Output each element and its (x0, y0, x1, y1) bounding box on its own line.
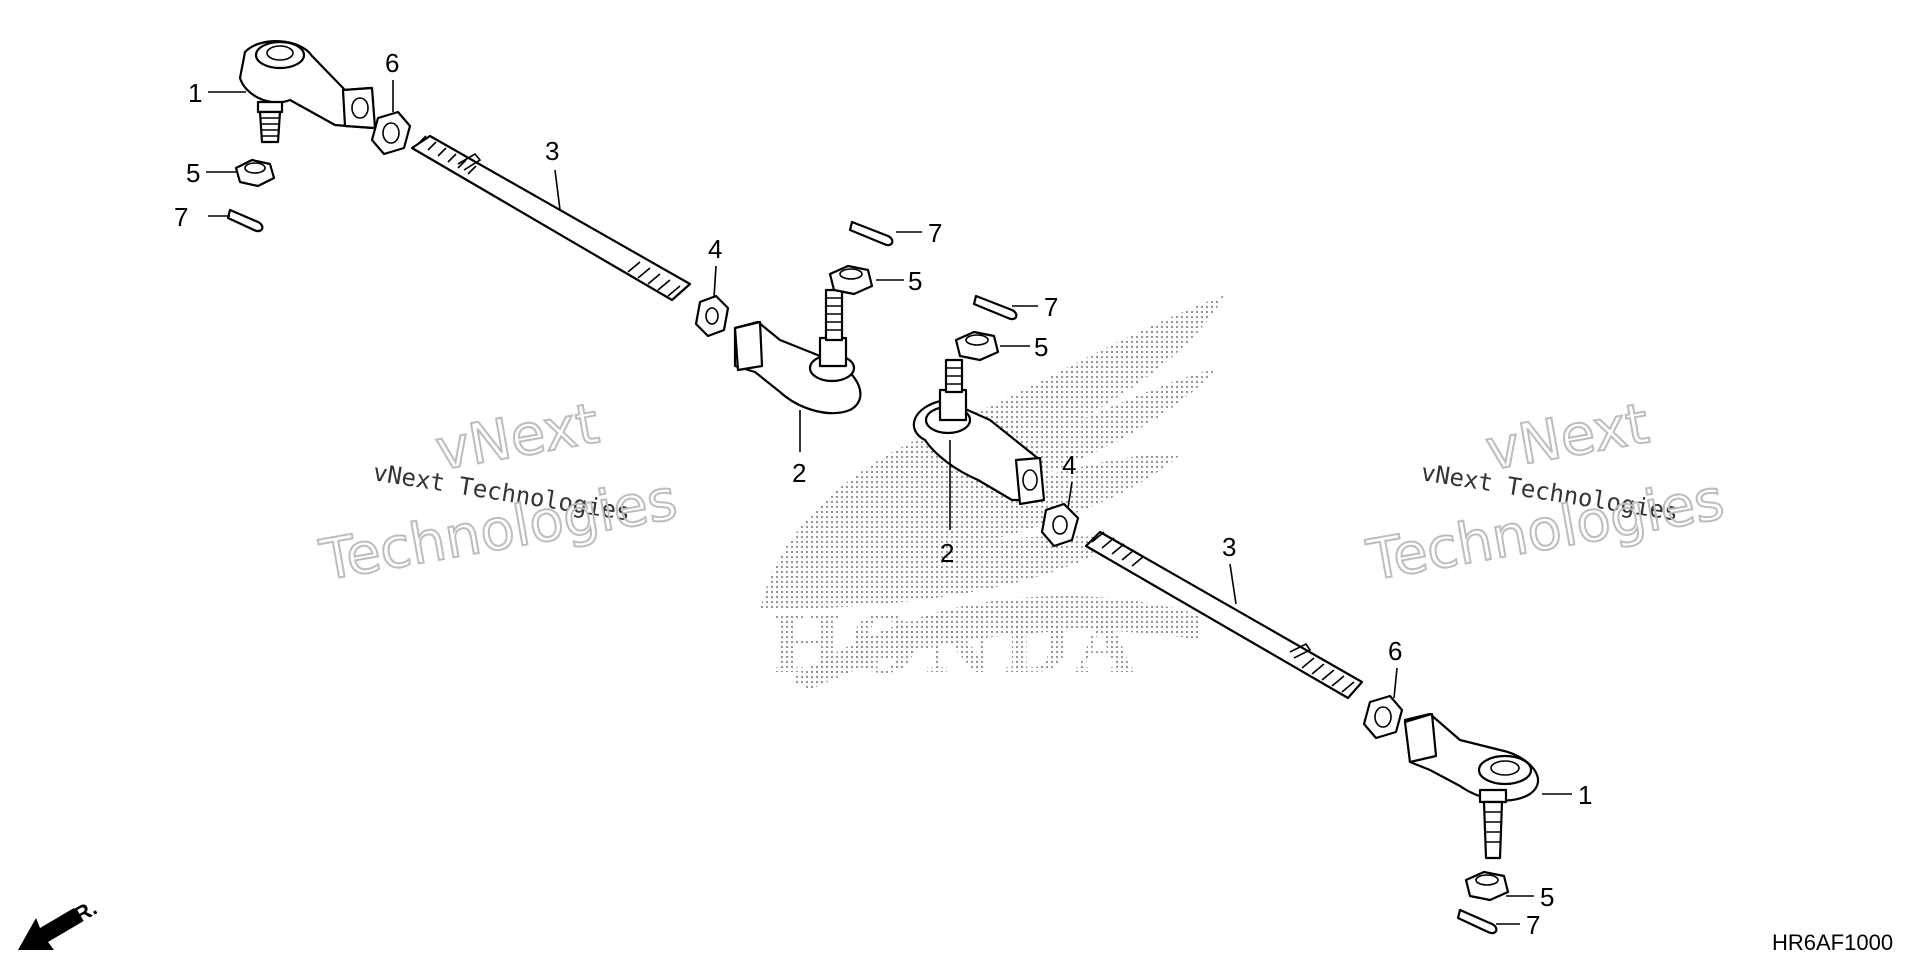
callout-4-right[interactable]: 4 (1062, 450, 1076, 480)
callout-leaders (206, 80, 1572, 925)
cotter-pin-lower-right[interactable] (1456, 908, 1498, 935)
front-direction-indicator: FR. (18, 895, 101, 950)
lock-nut-lower-right[interactable] (1362, 694, 1404, 740)
diagram-code: HR6AF1000 (1772, 930, 1893, 955)
callout-numbers: 1 6 3 5 7 4 7 5 2 7 5 4 2 3 6 1 5 7 (174, 48, 1592, 940)
callout-5-center-right[interactable]: 5 (1034, 332, 1048, 362)
callout-7-center-left[interactable]: 7 (928, 218, 942, 248)
callout-7-center-right[interactable]: 7 (1044, 292, 1058, 322)
castle-nut-center-left[interactable] (828, 264, 874, 296)
callout-5-lower-right[interactable]: 5 (1540, 882, 1554, 912)
callout-4-left[interactable]: 4 (708, 234, 722, 264)
callout-7-upper-left[interactable]: 7 (174, 202, 188, 232)
callout-5-center-left[interactable]: 5 (908, 266, 922, 296)
castle-nut-lower-right[interactable] (1464, 870, 1510, 902)
castle-nut-center-right[interactable] (954, 330, 1000, 362)
lock-nut-center-left[interactable] (694, 294, 730, 338)
callout-6-lower[interactable]: 6 (1388, 636, 1402, 666)
cotter-pin-center-right[interactable] (972, 294, 1018, 321)
cotter-pin-center-left[interactable] (848, 220, 894, 247)
castle-nut-upper-left[interactable] (234, 158, 276, 188)
watermark-right-vnext: vNext (1481, 391, 1653, 483)
watermark-left: vNext Technologies vNext Technologies (314, 390, 683, 595)
callout-2-right[interactable]: 2 (940, 538, 954, 568)
callout-7-lower-right[interactable]: 7 (1526, 910, 1540, 940)
tie-rod-end-upper-left[interactable] (238, 40, 377, 144)
callout-1-lower[interactable]: 1 (1578, 780, 1592, 810)
cotter-pin-upper-left[interactable] (226, 208, 264, 233)
callout-3-left[interactable]: 3 (545, 136, 559, 166)
tie-rod-right[interactable] (1084, 530, 1364, 700)
callout-2-left[interactable]: 2 (792, 458, 806, 488)
tie-rod-end-inner-left[interactable] (733, 288, 862, 415)
callout-5-upper-left[interactable]: 5 (186, 158, 200, 188)
lock-nut-upper-left[interactable] (370, 110, 412, 156)
watermark-right: vNext Technologies vNext Technologies (1361, 390, 1730, 595)
tie-rod-end-inner-right[interactable] (912, 358, 1046, 506)
tie-rod-end-lower-right[interactable] (1403, 712, 1540, 860)
honda-brand-text: HONDA (770, 600, 1141, 691)
watermark-left-vnext: vNext (431, 391, 603, 483)
callout-6-upper[interactable]: 6 (385, 48, 399, 78)
callout-1-upper[interactable]: 1 (188, 78, 202, 108)
tie-rod-left[interactable] (410, 134, 692, 302)
callout-3-right[interactable]: 3 (1222, 532, 1236, 562)
front-arrow-icon (18, 908, 82, 950)
lock-nut-center-right[interactable] (1040, 502, 1080, 548)
